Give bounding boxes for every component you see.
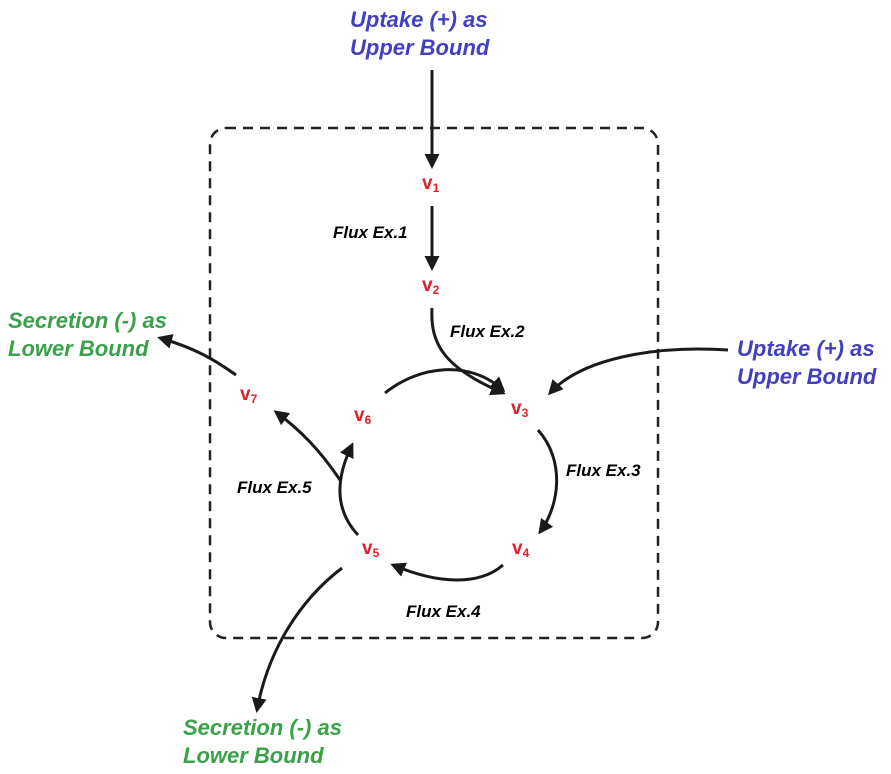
node-v7-sub: 7 <box>250 392 258 406</box>
node-v7: v7 <box>240 384 257 406</box>
node-v1: v1 <box>422 173 439 195</box>
uptake-arrow-right <box>547 347 729 396</box>
secretion-label-bottom-line1: Secretion (-) as <box>183 715 342 740</box>
uptake-label-top-line2: Upper Bound <box>350 34 490 60</box>
flux-label-1: Flux Ex.1 <box>333 223 408 242</box>
node-v6: v6 <box>354 405 371 427</box>
flux-arrow-v5-v7 <box>273 410 342 481</box>
node-v6-sub: 6 <box>364 413 372 427</box>
uptake-label-right-line2: Upper Bound <box>737 363 877 389</box>
uptake-label-right-line1: Uptake (+) as <box>737 336 875 361</box>
system-boundary <box>208 126 660 640</box>
uptake-label-top: Uptake (+) as Upper Bound <box>350 6 489 61</box>
node-v2-sub: 2 <box>432 283 440 297</box>
uptake-label-right: Uptake (+) as Upper Bound <box>737 335 876 390</box>
flux-arrow-v5-v6 <box>338 442 360 537</box>
secretion-label-left-line1: Secretion (-) as <box>8 308 167 333</box>
node-v1-sub: 1 <box>432 181 440 195</box>
secretion-label-bottom-line2: Lower Bound <box>183 742 324 768</box>
flux-arrow-v4-v5 <box>390 562 504 582</box>
flux-arrow-v2-v3 <box>430 307 506 396</box>
node-v1-letter: v <box>422 173 433 194</box>
flux-label-2: Flux Ex.2 <box>450 322 525 341</box>
secretion-label-left: Secretion (-) as Lower Bound <box>8 307 167 362</box>
flux-label-3: Flux Ex.3 <box>566 461 641 480</box>
node-v5-sub: 5 <box>372 546 380 560</box>
node-v3-letter: v <box>511 398 522 419</box>
node-v7-letter: v <box>240 384 251 405</box>
node-v5-letter: v <box>362 538 373 559</box>
flux-arrow-v3-v4 <box>536 428 559 535</box>
secretion-arrow-v5 <box>251 566 343 713</box>
node-v2-letter: v <box>422 275 433 296</box>
flux-arrow-v6-v3 <box>384 368 506 395</box>
node-v4-letter: v <box>512 538 523 559</box>
flux-label-5: Flux Ex.5 <box>237 478 312 497</box>
node-v6-letter: v <box>354 405 365 426</box>
secretion-label-left-line2: Lower Bound <box>8 335 149 361</box>
secretion-arrow-v7 <box>157 334 237 377</box>
node-v4: v4 <box>512 538 529 560</box>
node-v3-sub: 3 <box>521 406 529 420</box>
node-v4-sub: 4 <box>522 546 530 560</box>
flux-label-4: Flux Ex.4 <box>406 602 481 621</box>
secretion-label-bottom: Secretion (-) as Lower Bound <box>183 714 342 769</box>
uptake-label-top-line1: Uptake (+) as <box>350 7 488 32</box>
node-v3: v3 <box>511 398 528 420</box>
node-v5: v5 <box>362 538 379 560</box>
node-v2: v2 <box>422 275 439 297</box>
